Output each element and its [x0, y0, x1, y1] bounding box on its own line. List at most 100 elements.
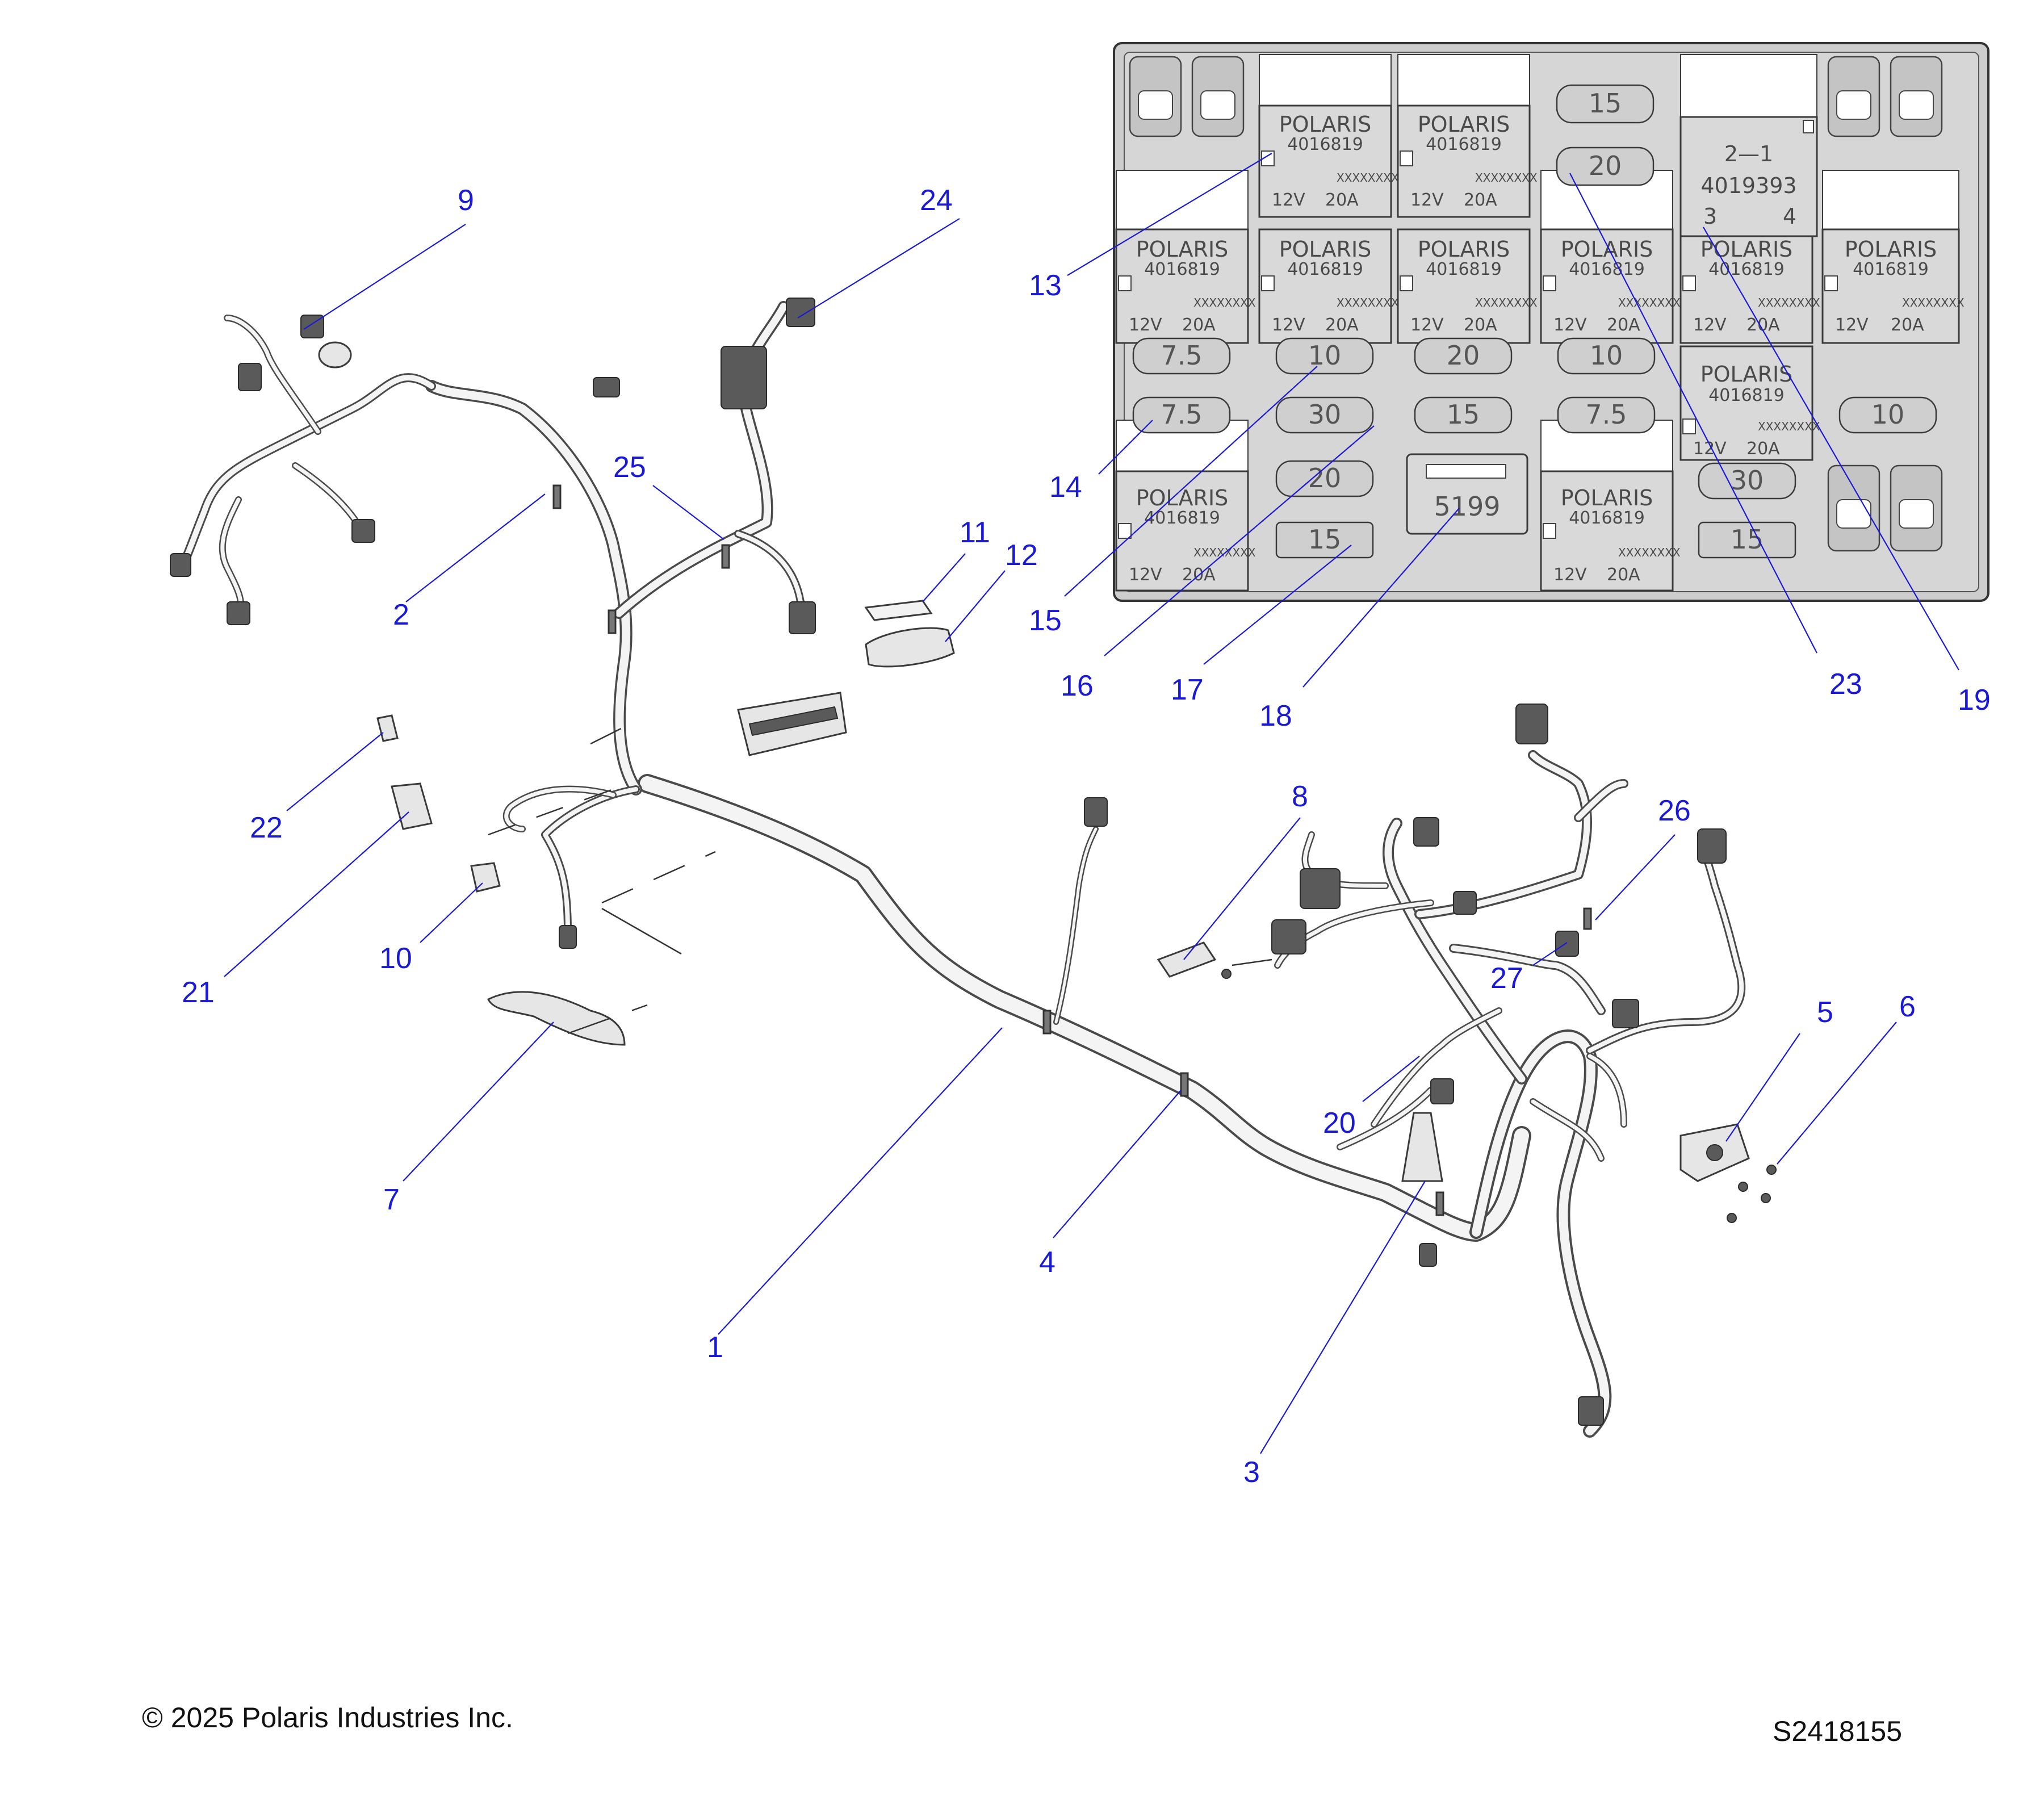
fuse: 10	[1275, 337, 1374, 375]
svg-text:2—1: 2—1	[1724, 141, 1773, 166]
callout-23: 23	[1829, 668, 1862, 701]
svg-text:POLARIS: POLARIS	[1700, 362, 1793, 387]
svg-text:POLARIS: POLARIS	[1418, 112, 1510, 137]
svg-text:20A: 20A	[1891, 315, 1924, 335]
svg-text:20A: 20A	[1325, 315, 1359, 335]
svg-text:4016819: 4016819	[1853, 259, 1929, 279]
svg-text:POLARIS: POLARIS	[1561, 237, 1653, 262]
svg-text:10: 10	[1590, 340, 1623, 371]
callout-6: 6	[1899, 990, 1916, 1023]
callout-8: 8	[1292, 780, 1308, 813]
svg-text:XXXXXXXX: XXXXXXXX	[1475, 171, 1538, 185]
fuse-5199: 5199	[1406, 453, 1528, 535]
svg-text:4016819: 4016819	[1569, 508, 1645, 528]
callout-13: 13	[1029, 269, 1062, 302]
svg-text:XXXXXXXX: XXXXXXXX	[1618, 546, 1681, 559]
svg-text:12V: 12V	[1835, 315, 1869, 335]
relay-4019393: 2—1 4019393 3 4	[1679, 54, 1818, 237]
fuse: 15	[1556, 84, 1655, 124]
relay: POLARIS 4016819 XXXXXXXX 12V 20A	[1540, 170, 1681, 344]
callout-1: 1	[707, 1331, 723, 1364]
callout-10: 10	[379, 942, 412, 975]
svg-text:4016819: 4016819	[1144, 259, 1220, 279]
svg-text:XXXXXXXX: XXXXXXXX	[1902, 296, 1965, 309]
svg-text:30: 30	[1308, 399, 1342, 430]
relay: POLARIS 4016819 XXXXXXXX 12V 20A	[1115, 420, 1256, 592]
svg-text:12V: 12V	[1410, 190, 1444, 210]
callout-24: 24	[920, 184, 953, 217]
svg-text:4019393: 4019393	[1700, 173, 1796, 198]
svg-text:20A: 20A	[1325, 190, 1359, 210]
callout-5: 5	[1817, 996, 1833, 1029]
svg-text:XXXXXXXX: XXXXXXXX	[1193, 296, 1256, 309]
svg-text:XXXXXXXX: XXXXXXXX	[1337, 296, 1399, 309]
svg-text:4016819: 4016819	[1287, 259, 1363, 279]
fuse: 30	[1698, 462, 1796, 500]
svg-text:20A: 20A	[1607, 315, 1640, 335]
callout-16: 16	[1061, 669, 1094, 702]
copyright-notice: © 2025 Polaris Industries Inc.	[142, 1702, 513, 1734]
fuse: 10	[1557, 337, 1656, 375]
svg-text:4016819: 4016819	[1287, 135, 1363, 154]
svg-text:XXXXXXXX: XXXXXXXX	[1475, 296, 1538, 309]
svg-text:POLARIS: POLARIS	[1700, 237, 1793, 262]
svg-text:POLARIS: POLARIS	[1136, 237, 1229, 262]
svg-text:15: 15	[1589, 88, 1622, 119]
fuse: 20	[1275, 460, 1374, 497]
callout-2: 2	[393, 598, 409, 631]
svg-text:4: 4	[1783, 204, 1796, 229]
svg-text:12V: 12V	[1129, 565, 1162, 585]
svg-text:12V: 12V	[1272, 190, 1305, 210]
fuse: 7.5	[1132, 396, 1231, 434]
svg-text:20A: 20A	[1182, 315, 1216, 335]
svg-text:12V: 12V	[1129, 315, 1162, 335]
svg-text:4016819: 4016819	[1426, 259, 1502, 279]
callout-7: 7	[383, 1183, 400, 1216]
fuse: 7.5	[1132, 337, 1231, 375]
wiring-harness	[170, 298, 1777, 1438]
callout-20: 20	[1323, 1107, 1356, 1140]
callout-17: 17	[1171, 673, 1204, 706]
svg-text:POLARIS: POLARIS	[1561, 485, 1653, 510]
svg-text:20: 20	[1589, 150, 1622, 181]
svg-text:15: 15	[1447, 399, 1480, 430]
callout-26: 26	[1658, 794, 1691, 827]
svg-text:7.5: 7.5	[1161, 340, 1202, 371]
svg-text:4016819: 4016819	[1708, 386, 1785, 405]
svg-text:12V: 12V	[1553, 315, 1587, 335]
svg-text:12V: 12V	[1410, 315, 1444, 335]
callout-21: 21	[182, 976, 215, 1009]
callout-4: 4	[1039, 1246, 1055, 1279]
relay: POLARIS 4016819 XXXXXXXX 12V 20A	[1397, 228, 1538, 344]
fuse-box-inset: POLARIS 4016819 XXXXXXXX 12V 20A POLARIS…	[1113, 42, 1989, 602]
callout-11: 11	[960, 516, 990, 549]
svg-text:4016819: 4016819	[1708, 259, 1785, 279]
svg-text:15: 15	[1308, 524, 1342, 555]
callout-15: 15	[1029, 604, 1062, 637]
svg-text:12V: 12V	[1693, 315, 1727, 335]
svg-text:XXXXXXXX: XXXXXXXX	[1758, 420, 1820, 433]
svg-text:20A: 20A	[1607, 565, 1640, 585]
svg-text:7.5: 7.5	[1585, 399, 1627, 430]
svg-text:30: 30	[1731, 465, 1764, 496]
relay: POLARIS 4016819 XXXXXXXX 12V 20A	[1679, 345, 1820, 461]
fuse: 20	[1414, 337, 1513, 375]
relay: POLARIS 4016819 XXXXXXXX 12V 20A	[1679, 235, 1820, 344]
svg-text:10: 10	[1871, 399, 1905, 430]
fuse: 15	[1275, 521, 1374, 559]
svg-text:12V: 12V	[1693, 439, 1727, 459]
fuse: 20	[1556, 146, 1655, 186]
svg-text:20A: 20A	[1746, 439, 1780, 459]
fuse: 15	[1698, 521, 1796, 559]
drawing-id: S2418155	[1773, 1715, 1903, 1747]
fuse-group: 15 20 7.5 10 20 10 7.5 30 15 7.5 10 20 3…	[1132, 84, 1937, 559]
callout-14: 14	[1049, 471, 1082, 504]
svg-text:4016819: 4016819	[1426, 135, 1502, 154]
callout-3: 3	[1243, 1456, 1260, 1489]
svg-text:POLARIS: POLARIS	[1418, 237, 1510, 262]
svg-text:XXXXXXXX: XXXXXXXX	[1758, 296, 1820, 309]
fuse: 7.5	[1557, 396, 1656, 434]
svg-text:20: 20	[1447, 340, 1480, 371]
callouts: 1 2 3 4 5 6 7 8 9 10 11 12 13 14 15 16 1…	[182, 153, 1991, 1489]
